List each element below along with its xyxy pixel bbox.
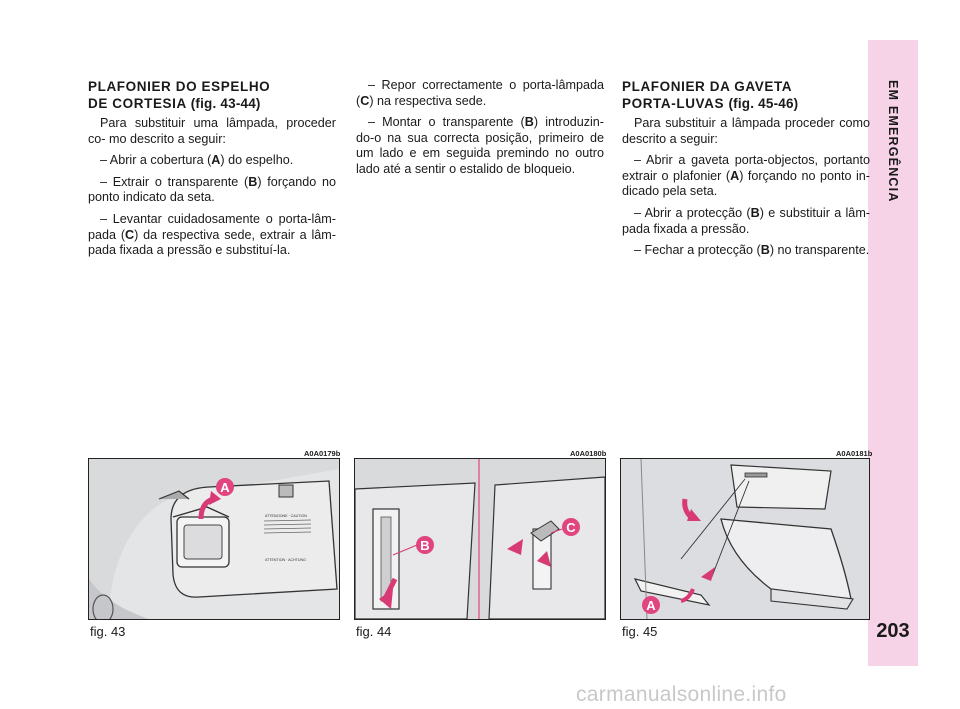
arrow-icon (537, 551, 551, 567)
text: – Fechar a protecção ( (634, 243, 761, 258)
heading-line-2: DE CORTESIA (88, 96, 187, 111)
arrow-icon (507, 539, 523, 555)
paragraph: – Repor correctamente o porta-lâmpada (C… (356, 78, 604, 109)
image-code: A0A0181b (836, 449, 873, 458)
text: – Repor correctamente o porta-lâmpada ( (356, 78, 604, 108)
paragraph: – Levantar cuidadosamente o porta-lâm- p… (88, 212, 336, 259)
heading-line-1: PLAFONIER DA GAVETA (622, 79, 793, 94)
arrow-head-icon (209, 491, 221, 505)
text: ) do espelho. (220, 153, 294, 168)
page-number: 203 (876, 620, 910, 642)
paragraph: Para substituir a lâmpada proceder como … (622, 116, 870, 147)
section-sidebar: EM EMERGÊNCIA 203 (868, 40, 918, 666)
callout-a-label: A (646, 598, 656, 613)
callout-a-label: A (220, 480, 230, 495)
text: – Extrair o transparente ( (100, 174, 249, 189)
image-code: A0A0179b (304, 449, 341, 458)
sticker-line-1: ATTENZIONE · CAUTION (265, 514, 307, 518)
ref-letter: A (211, 153, 221, 168)
heading-glovebox-light: PLAFONIER DA GAVETA PORTA-LUVAS (fig. 45… (622, 78, 870, 112)
text: ) e substituir a lâm- pada fixada a pres… (622, 205, 870, 236)
figure-43-illustration: ATTENZIONE · CAUTION ATTENTION · ACHTUNG… (88, 458, 340, 620)
image-code: A0A0180b (570, 449, 607, 458)
paragraph: – Abrir a cobertura (A) do espelho. (88, 153, 336, 169)
callout-a (216, 478, 234, 496)
callout-a (642, 596, 660, 614)
paragraph: – Abrir a protecção (B) e substituir a l… (622, 206, 870, 237)
text: ) da respectiva sede, extrair a lâm- pad… (88, 227, 336, 258)
heading-fig-ref: (fig. 43-44) (190, 96, 261, 111)
text: ) forçando no ponto in- dicado pela seta… (622, 168, 871, 199)
ref-letter: C (125, 227, 135, 242)
ref-letter: B (524, 115, 534, 130)
text: – Levantar cuidadosamente o porta-lâm- p… (88, 211, 336, 242)
figure-43-label: fig. 43 (90, 624, 126, 639)
sticker-line-2: ATTENTION · ACHTUNG (265, 558, 306, 562)
paragraph: – Extrair o transparente (B) forçando no… (88, 175, 336, 206)
text-column-2: – Repor correctamente o porta-lâmpada (C… (356, 78, 604, 184)
paragraph-text: Para substituir uma lâmpada, proceder co… (88, 116, 336, 146)
heading-vanity-mirror-light: PLAFONIER DO ESPELHO DE CORTESIA (fig. 4… (88, 78, 336, 112)
watermark: carmanualsonline.info (576, 683, 787, 706)
heading-line-1: PLAFONIER DO ESPELHO (88, 79, 271, 94)
callout-c-label: C (566, 520, 576, 535)
text-column-3: PLAFONIER DA GAVETA PORTA-LUVAS (fig. 45… (622, 78, 870, 265)
ref-letter: C (360, 93, 370, 108)
heading-fig-ref: (fig. 45-46) (728, 96, 799, 111)
paragraph: – Abrir a gaveta porta-objectos, portant… (622, 153, 870, 200)
figure-44-illustration: B C (354, 458, 606, 620)
callout-b-label: B (420, 538, 429, 553)
arrow-head-icon (687, 509, 701, 521)
text: – Abrir a protecção ( (634, 205, 751, 220)
ref-letter: B (760, 243, 770, 258)
figure-44-label: fig. 44 (356, 624, 392, 639)
callout-c (562, 518, 580, 536)
paragraph-text: Para substituir a lâmpada proceder como … (622, 116, 870, 146)
ref-letter: B (750, 205, 760, 220)
ref-letter: B (248, 174, 258, 189)
text: ) forçando no ponto indicato da seta. (88, 174, 336, 205)
text: ) no transparente. (769, 243, 870, 258)
callout-b (416, 536, 434, 554)
figure-45-label: fig. 45 (622, 624, 658, 639)
paragraph: – Montar o transparente (B) introduzin- … (356, 115, 604, 177)
text: – Montar o transparente ( (368, 115, 525, 130)
text-column-1: PLAFONIER DO ESPELHO DE CORTESIA (fig. 4… (88, 78, 336, 265)
paragraph: – Fechar a protecção (B) no transparente… (622, 243, 870, 259)
paragraph: Para substituir uma lâmpada, proceder co… (88, 116, 336, 147)
text: ) introduzin- do-o na sua correcta posiç… (356, 115, 604, 176)
heading-line-2: PORTA-LUVAS (622, 96, 725, 111)
section-title: EM EMERGÊNCIA (886, 80, 900, 203)
text: – Abrir a gaveta porta-objectos, portant… (622, 153, 870, 183)
figure-45-illustration: A (620, 458, 870, 620)
ref-letter: A (730, 168, 740, 183)
arrow-icon (701, 567, 715, 581)
text: – Abrir a cobertura ( (100, 153, 212, 168)
text: ) na respectiva sede. (369, 93, 487, 108)
